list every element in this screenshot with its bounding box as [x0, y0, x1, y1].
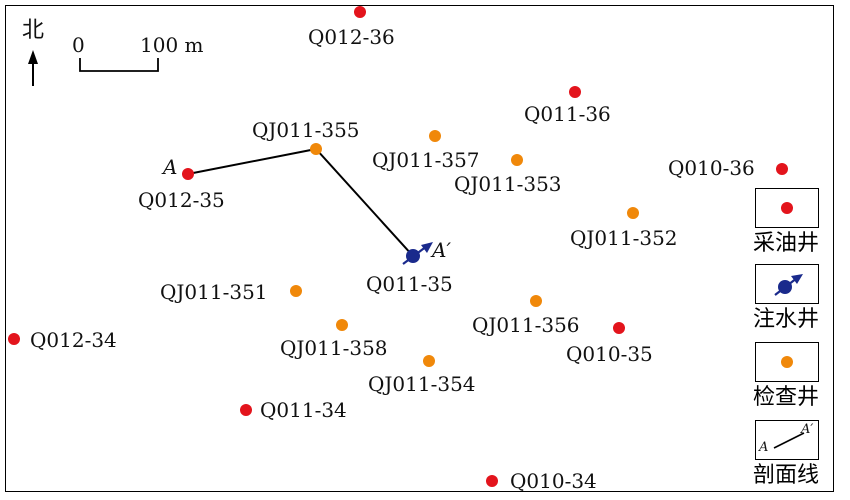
well-label: Q011-36 [524, 102, 611, 126]
legend-section-start-label: A [759, 440, 769, 455]
map-frame [5, 5, 834, 492]
legend-swatch-orange-dot [755, 342, 819, 382]
inspection-well-marker [530, 295, 542, 307]
well-label: Q012-35 [138, 188, 225, 212]
producer-well-marker [613, 322, 625, 334]
legend-section-end-label: A′ [801, 422, 814, 437]
scale-start-label: 0 [72, 33, 85, 57]
inspection-well-marker [310, 143, 322, 155]
producer-well-marker [8, 333, 20, 345]
well-label: Q010-35 [566, 342, 653, 366]
well-label: QJ011-356 [472, 313, 580, 337]
well-label: Q010-36 [668, 156, 755, 180]
scale-end-label: 100 m [140, 33, 204, 57]
legend-label: 检查井 [753, 385, 820, 410]
well-label: QJ011-353 [454, 172, 562, 196]
legend-label: 采油井 [753, 231, 820, 256]
producer-well-marker [182, 168, 194, 180]
inspection-well-marker [423, 355, 435, 367]
legend-swatch-red-dot [755, 188, 819, 228]
inspection-well-marker [336, 319, 348, 331]
well-label: Q010-34 [510, 469, 597, 493]
legend-label: 剖面线 [753, 463, 820, 488]
well-label: QJ011-354 [368, 372, 476, 396]
well-label: QJ011-355 [252, 118, 360, 142]
section-start-label: A [163, 155, 178, 179]
well-label: QJ011-352 [570, 226, 678, 250]
producer-well-marker [486, 475, 498, 487]
north-label: 北 [22, 18, 45, 43]
inspection-well-marker [290, 285, 302, 297]
inspection-well-marker [627, 207, 639, 219]
producer-well-marker [569, 86, 581, 98]
producer-well-marker [776, 163, 788, 175]
well-label: Q011-35 [366, 272, 453, 296]
inspection-well-marker [429, 130, 441, 142]
well-label: QJ011-358 [280, 336, 388, 360]
well-label: Q011-34 [260, 398, 347, 422]
legend-swatch-blue-dot-arrow [755, 264, 819, 304]
legend-swatch-section-line: A A′ [755, 420, 819, 460]
well-label: QJ011-351 [160, 280, 268, 304]
legend-label: 注水井 [753, 307, 820, 332]
well-label: Q012-34 [30, 328, 117, 352]
producer-well-marker [354, 6, 366, 18]
well-label: QJ011-357 [372, 148, 480, 172]
well-label: Q012-36 [308, 25, 395, 49]
producer-well-marker [240, 404, 252, 416]
inspection-well-marker [511, 154, 523, 166]
section-end-label: A′ [432, 238, 451, 262]
